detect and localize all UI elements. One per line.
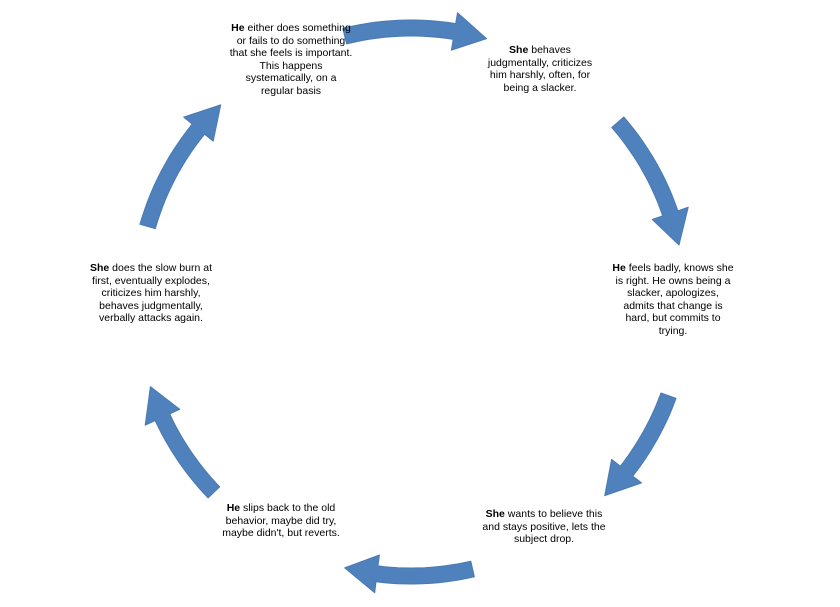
cycle-step-1: He either does something or fails to do … bbox=[228, 22, 354, 98]
cycle-step-2: She behaves judgmentally, criticizes him… bbox=[482, 44, 598, 94]
cycle-step-2-lead: She bbox=[509, 44, 529, 56]
cycle-step-4-text: wants to believe this and stays positive… bbox=[482, 508, 606, 546]
cycle-arrow-4 bbox=[344, 554, 475, 594]
cycle-step-1-lead: He bbox=[231, 22, 245, 34]
cycle-step-6-text: does the slow burn at first, eventually … bbox=[92, 262, 212, 325]
cycle-step-4-lead: She bbox=[485, 508, 505, 520]
cycle-step-3-lead: He bbox=[612, 262, 626, 274]
cycle-step-6: She does the slow burn at first, eventua… bbox=[88, 262, 214, 325]
cycle-step-3: He feels badly, knows she is right. He o… bbox=[612, 262, 734, 338]
cycle-arrow-1 bbox=[342, 12, 487, 51]
cycle-step-5-lead: He bbox=[226, 502, 241, 514]
cycle-step-6-lead: She bbox=[90, 262, 110, 274]
cycle-arrow-5 bbox=[144, 386, 221, 499]
cycle-step-4: She wants to believe this and stays posi… bbox=[482, 508, 606, 546]
cycle-arrow-3 bbox=[604, 392, 677, 497]
cycle-step-5-text: slips back to the old behavior, maybe di… bbox=[222, 502, 340, 540]
cycle-step-1-text: either does something or fails to do som… bbox=[229, 22, 353, 97]
cycle-arrow-2 bbox=[611, 116, 689, 246]
cycle-step-3-text: feels badly, knows she is right. He owns… bbox=[615, 262, 734, 337]
cycle-step-2-text: behaves judgmentally, criticizes him har… bbox=[487, 44, 593, 94]
cycle-arrow-6 bbox=[139, 104, 222, 230]
cycle-step-5: He slips back to the old behavior, maybe… bbox=[214, 502, 348, 540]
